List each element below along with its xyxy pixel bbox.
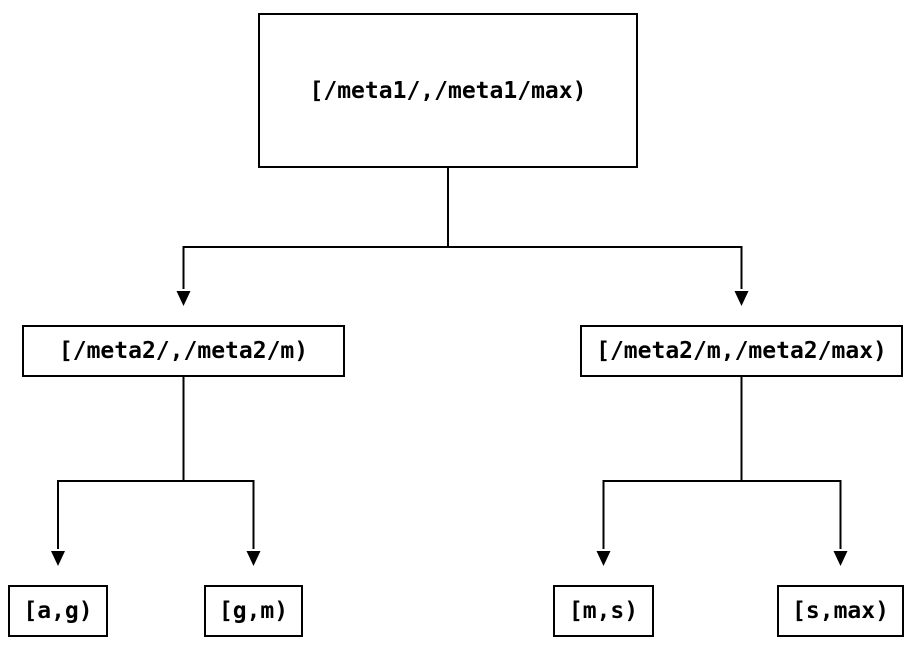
tree-node-leaf-m-s-label: [m,s) xyxy=(568,598,639,624)
tree-node-meta2-high: [/meta2/m,/meta2/max) xyxy=(580,325,903,377)
tree-node-meta2-high-label: [/meta2/m,/meta2/max) xyxy=(596,338,887,364)
arrowhead-icon xyxy=(51,551,65,566)
tree-node-meta2-low-label: [/meta2/,/meta2/m) xyxy=(58,338,309,364)
tree-node-leaf-m-s: [m,s) xyxy=(553,585,654,637)
arrowhead-icon xyxy=(596,551,611,566)
tree-node-meta2-low: [/meta2/,/meta2/m) xyxy=(22,325,345,377)
tree-node-leaf-g-m: [g,m) xyxy=(204,585,303,637)
tree-node-leaf-a-g: [a,g) xyxy=(8,585,108,637)
arrowhead-icon xyxy=(734,291,749,306)
tree-node-leaf-a-g-label: [a,g) xyxy=(23,598,93,624)
tree-node-leaf-s-max: [s,max) xyxy=(777,585,904,637)
arrowhead-icon xyxy=(176,291,191,306)
arrowhead-icon xyxy=(246,551,261,566)
arrowhead-icon xyxy=(833,551,848,566)
tree-node-root-label: [/meta1/,/meta1/max) xyxy=(309,77,587,104)
tree-node-root: [/meta1/,/meta1/max) xyxy=(258,13,638,168)
tree-node-leaf-g-m-label: [g,m) xyxy=(218,598,289,624)
tree-node-leaf-s-max-label: [s,max) xyxy=(792,598,889,624)
